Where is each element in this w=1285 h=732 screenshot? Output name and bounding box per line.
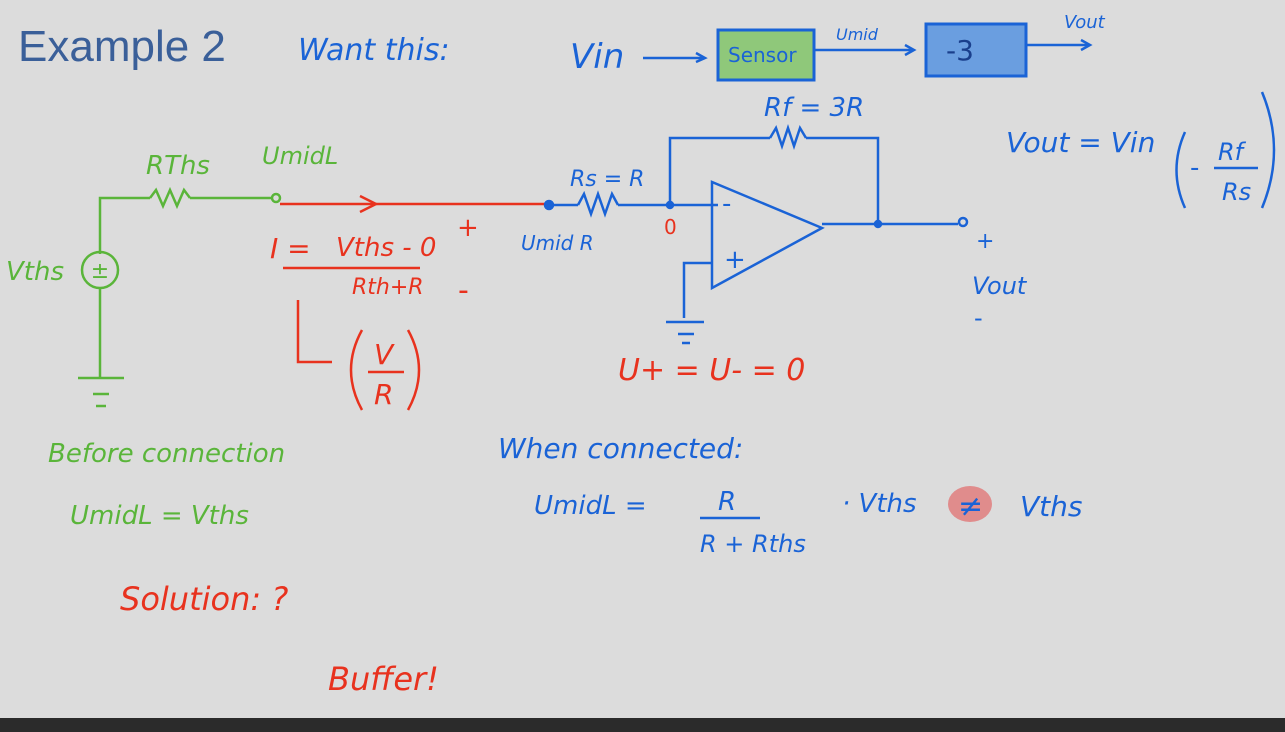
- umid-arrowhead-icon: [904, 43, 917, 57]
- output-terminal: [957, 216, 969, 228]
- formula-paren-left: [1175, 131, 1187, 209]
- vin-label: Vin: [570, 37, 624, 77]
- gain-formula-numerator: Rf: [1218, 138, 1247, 166]
- vout-minus-sign: -: [974, 304, 983, 332]
- vout-top-label: Vout: [1064, 12, 1106, 33]
- formula-paren-right: [1260, 91, 1276, 209]
- vin-arrowhead-icon: [695, 51, 708, 64]
- opamp-triangle-icon: [710, 180, 825, 291]
- block-diagram: Want this: Vin Sensor Umid -3 Vout: [298, 12, 1106, 82]
- units-paren-right: [406, 329, 421, 411]
- vout-arrowhead-icon: [1080, 38, 1093, 52]
- units-paren-left: [349, 329, 364, 411]
- inverting-node-zero: 0: [664, 215, 677, 239]
- gain-formula-denominator: Rs: [1222, 178, 1251, 206]
- rf-label: Rf = 3R: [764, 93, 864, 123]
- units-numerator: V: [374, 338, 395, 371]
- virtual-ground-equation: U+ = U- = 0: [618, 353, 805, 388]
- source-wire-top: [98, 196, 150, 254]
- gain-block: [924, 22, 1028, 78]
- gain-formula-minus: -: [1190, 153, 1199, 183]
- current-arrow-icon: [359, 194, 379, 214]
- minus-sign: -: [458, 273, 469, 308]
- sensor-block: [716, 28, 816, 82]
- rths-label: RThs: [146, 151, 210, 181]
- connected-times-vths: · Vths: [842, 489, 917, 519]
- current-denominator: Rth+R: [352, 275, 424, 300]
- inverting-amplifier: [543, 91, 1276, 520]
- gain-formula-lhs: Vout = Vin: [1006, 126, 1155, 159]
- feedback-wire-left: [668, 136, 770, 205]
- gain-block-label: -3: [946, 34, 974, 67]
- feedback-wire-right: [806, 136, 880, 224]
- connected-numerator: R: [718, 487, 736, 517]
- connected-denominator: R + Rths: [700, 530, 806, 558]
- output-node: [873, 219, 883, 229]
- opamp-minus-input: -: [722, 189, 731, 219]
- umidl-node: [270, 192, 282, 204]
- source-polarity-symbol: ±: [91, 259, 109, 284]
- before-connection-equation: UmidL = Vths: [70, 501, 249, 531]
- rths-resistor-icon: [149, 186, 191, 210]
- rf-resistor-icon: [768, 124, 808, 150]
- sensor-block-label: Sensor: [728, 43, 797, 67]
- current-path: [280, 194, 545, 411]
- umidl-label: UmidL: [262, 142, 338, 170]
- units-denominator: R: [374, 378, 393, 411]
- not-equal-sign: ≠: [958, 489, 983, 524]
- thevenin-source: [78, 186, 282, 408]
- opamp-plus-input: +: [724, 245, 746, 275]
- connected-lhs: UmidL =: [534, 491, 647, 521]
- vout-label: Vout: [972, 272, 1028, 300]
- units-bracket: [296, 300, 332, 364]
- want-this-label: Want this:: [298, 33, 450, 68]
- current-lhs: I =: [270, 232, 311, 265]
- umidr-label: Umid R: [521, 231, 594, 255]
- vths-label: Vths: [6, 257, 64, 287]
- buffer-label: Buffer!: [328, 660, 439, 698]
- connected-rhs: Vths: [1020, 490, 1082, 523]
- when-connected-heading: When connected:: [498, 432, 743, 465]
- plus-sign: +: [457, 213, 479, 243]
- slide-title: Example 2: [18, 22, 226, 71]
- current-numerator: Vths - 0: [336, 233, 436, 263]
- rs-resistor-icon: [576, 190, 620, 218]
- vout-plus-sign: +: [976, 229, 994, 254]
- bottom-bar: [0, 718, 1285, 732]
- rs-label: Rs = R: [570, 167, 644, 192]
- neq-highlight: [948, 486, 992, 522]
- noninverting-ground-wire: [682, 261, 712, 318]
- before-connection-heading: Before connection: [48, 439, 285, 469]
- input-node: [543, 199, 555, 211]
- solution-label: Solution: ?: [120, 580, 288, 618]
- umid-label: Umid: [836, 25, 879, 44]
